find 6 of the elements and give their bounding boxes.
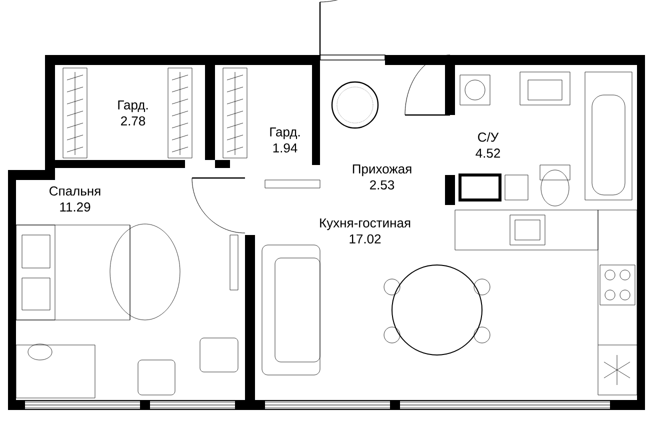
room-label: Прихожая 2.53 [350,163,414,191]
room-label: С/У 4.52 [474,131,502,159]
room-label: Гард. 1.94 [268,126,302,154]
room-label: Гард. 2.78 [116,99,150,127]
room-label: Спальня 11.29 [48,185,102,213]
room-label: Кухня-гостиная 17.02 [318,217,412,245]
